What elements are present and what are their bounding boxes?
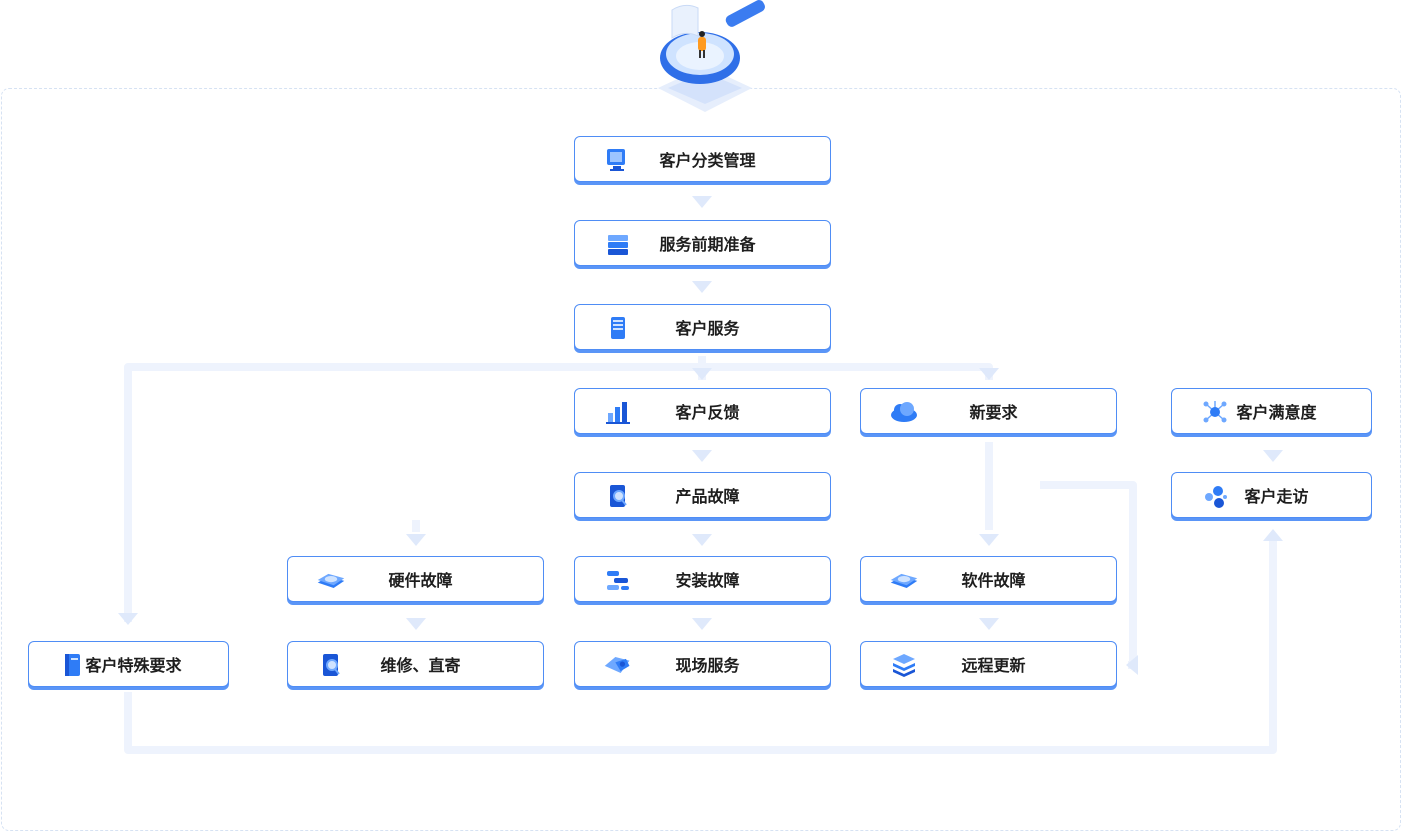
hero-illustration: [640, 0, 770, 116]
node-product-fault: 产品故障: [574, 472, 831, 518]
connector-bottom-loop: [124, 540, 1277, 754]
arrow-down: [979, 618, 999, 630]
arrow-down: [692, 534, 712, 546]
node-customer-classification: 客户分类管理: [574, 136, 831, 182]
monitor-icon: [603, 147, 633, 173]
arrow-down: [979, 368, 999, 380]
node-customer-service: 客户服务: [574, 304, 831, 350]
node-new-requirement: 新要求: [860, 388, 1117, 434]
arrow-down: [692, 618, 712, 630]
node-label: 硬件故障: [388, 573, 453, 590]
node-customer-special-request: 客户特殊要求: [28, 641, 229, 687]
node-service-preparation: 服务前期准备: [574, 220, 831, 266]
magnifier-person-icon: [658, 0, 765, 112]
arrow-down: [979, 534, 999, 546]
device-search-icon: [316, 652, 346, 678]
node-label: 客户满意度: [1236, 405, 1317, 422]
arrow-down: [406, 618, 426, 630]
node-label: 现场服务: [675, 658, 740, 675]
node-hardware-fault: 硬件故障: [287, 556, 544, 602]
hard-disk-icon: [316, 567, 346, 593]
node-installation-fault: 安装故障: [574, 556, 831, 602]
node-label: 客户特殊要求: [85, 658, 182, 675]
node-label: 维修、直寄: [380, 658, 461, 675]
node-label: 安装故障: [675, 573, 740, 590]
device-search-icon: [603, 483, 633, 509]
bubbles-icon: [1200, 483, 1230, 509]
node-label: 软件故障: [961, 573, 1026, 590]
arrow-down: [692, 368, 712, 380]
arrow-left: [1126, 655, 1138, 675]
node-label: 客户分类管理: [659, 153, 756, 170]
stacked-boxes-icon: [603, 231, 633, 257]
arrow-down: [118, 613, 138, 625]
arrow-down: [406, 534, 426, 546]
arrow-down: [1263, 450, 1283, 462]
server-tower-icon: [603, 315, 633, 341]
node-label: 服务前期准备: [659, 237, 756, 254]
book-icon: [57, 652, 87, 678]
node-customer-visit: 客户走访: [1171, 472, 1372, 518]
node-label: 客户走访: [1244, 489, 1309, 506]
arrow-down: [692, 281, 712, 293]
node-label: 客户服务: [675, 321, 740, 338]
arrow-up: [1263, 529, 1283, 541]
bar-chart-icon: [603, 399, 633, 425]
node-repair-mail: 维修、直寄: [287, 641, 544, 687]
node-label: 客户反馈: [675, 405, 740, 422]
node-software-fault: 软件故障: [860, 556, 1117, 602]
arrow-down: [692, 450, 712, 462]
hard-disk-icon: [889, 567, 919, 593]
node-label: 远程更新: [961, 658, 1026, 675]
node-customer-feedback: 客户反馈: [574, 388, 831, 434]
layers-icon: [889, 652, 919, 678]
node-customer-satisfaction: 客户满意度: [1171, 388, 1372, 434]
cloud-icon: [889, 399, 919, 425]
node-label: 新要求: [969, 405, 1018, 422]
node-label: 产品故障: [675, 489, 740, 506]
node-onsite-service: 现场服务: [574, 641, 831, 687]
network-nodes-icon: [603, 567, 633, 593]
node-remote-update: 远程更新: [860, 641, 1117, 687]
arrow-down: [692, 196, 712, 208]
arrow-group: [118, 196, 1283, 675]
tag-wrench-icon: [603, 652, 633, 678]
molecule-icon: [1200, 399, 1230, 425]
